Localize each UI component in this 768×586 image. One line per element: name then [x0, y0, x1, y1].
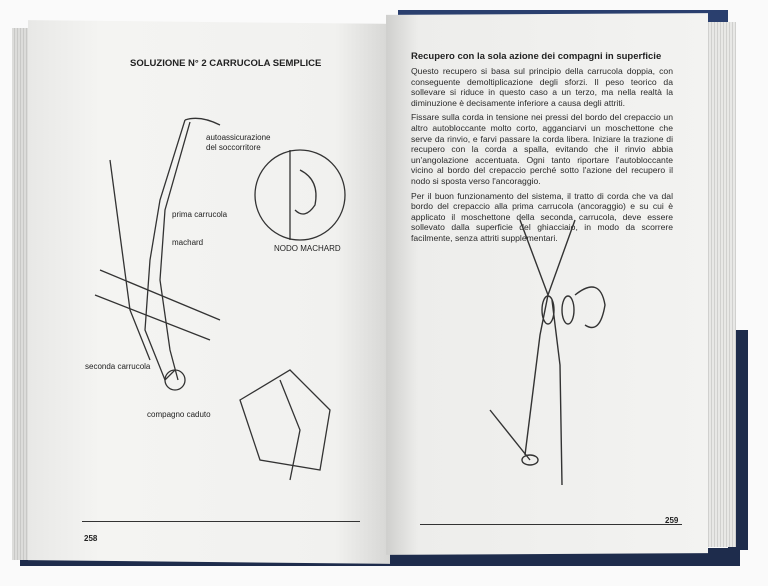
- right-page-edges: [706, 22, 736, 547]
- left-footer-rule: [82, 521, 360, 522]
- label-nodo-machard: NODO MACHARD: [274, 244, 341, 253]
- paragraph: Per il buon funzionamento del sistema, i…: [411, 190, 673, 243]
- label-seconda-carrucola: seconda carrucola: [85, 362, 151, 371]
- label-machard: machard: [172, 238, 204, 247]
- right-footer-rule: [420, 524, 682, 525]
- left-page-edges: [12, 28, 30, 560]
- pulley-illustration: [94, 117, 346, 481]
- right-page-title: Recupero con la sola azione dei compagni…: [411, 51, 662, 62]
- label-autoassicurazione: autoassicurazione: [206, 133, 271, 142]
- paragraph: Questo recupero si basa sul principio de…: [411, 66, 673, 108]
- paragraph: Fissare sulla corda in tensione nei pres…: [411, 112, 673, 186]
- right-page-number: 259: [665, 516, 679, 525]
- label-prima-carrucola: prima carrucola: [172, 210, 228, 219]
- label-compagno-caduto: compagno caduto: [147, 410, 211, 419]
- left-page-title: SOLUZIONE N° 2 CARRUCOLA SEMPLICE: [130, 58, 322, 69]
- anchor-pulley-illustration: [489, 219, 606, 486]
- left-page-number: 258: [84, 534, 98, 543]
- label-soccorritore: del soccorritore: [206, 143, 261, 152]
- right-page-body: Questo recupero si basa sul principio de…: [411, 66, 673, 248]
